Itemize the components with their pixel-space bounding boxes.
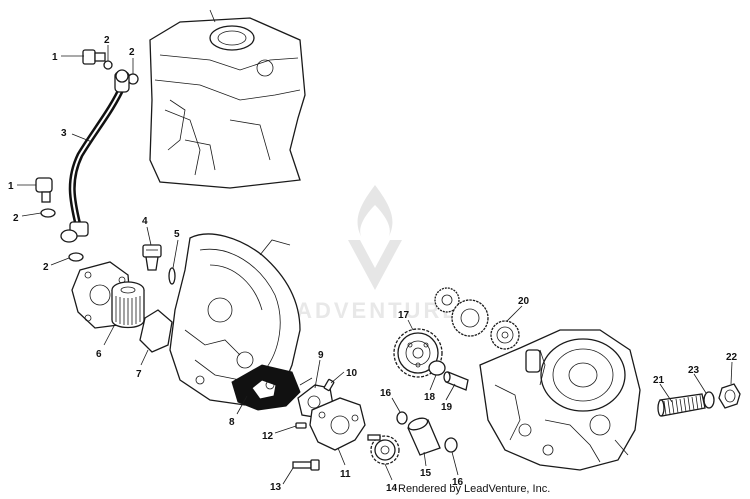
banjo-bolt-top (82, 49, 106, 65)
cylinder-head (149, 9, 306, 189)
banjo-bolt-left (35, 177, 53, 203)
callout-11: 11 (340, 469, 351, 480)
oil-sensor (142, 244, 162, 271)
callout-21: 21 (653, 375, 665, 386)
callout-2-top-right: 2 (129, 47, 135, 58)
small-gear (490, 320, 520, 350)
callout-16-lower: 16 (452, 477, 464, 488)
callout-19: 19 (441, 402, 453, 413)
relief-spring (657, 393, 706, 417)
callout-labels: 1 2 2 3 1 2 2 4 5 6 7 8 9 10 11 12 13 14… (8, 35, 738, 494)
leader-lines (17, 45, 733, 485)
washer-top-left (103, 60, 113, 70)
sensor-o-ring (168, 267, 176, 285)
balancer-gear-pair (434, 287, 489, 337)
washer-left-upper (40, 208, 56, 218)
pump-bolt (292, 459, 320, 471)
dowel-pin (323, 378, 335, 392)
watermark-logo (348, 185, 402, 290)
shaft-o-ring-upper (396, 411, 408, 425)
pump-gasket (231, 364, 301, 411)
callout-20: 20 (518, 296, 530, 307)
callout-9: 9 (318, 350, 324, 361)
pump-dowel (295, 422, 307, 429)
pump-shaft (407, 417, 441, 456)
callout-12: 12 (262, 431, 274, 442)
shaft-o-ring-lower (444, 437, 458, 453)
pump-drive-gear (367, 434, 400, 465)
callout-5: 5 (174, 229, 180, 240)
oil-pump-cover (309, 397, 366, 451)
callout-6: 6 (96, 349, 102, 360)
filter-gasket (139, 309, 173, 353)
callout-8: 8 (229, 417, 235, 428)
drain-plug (718, 383, 741, 409)
oil-line (68, 69, 130, 237)
callout-17: 17 (398, 310, 410, 321)
callout-7: 7 (136, 369, 142, 380)
callout-4: 4 (142, 216, 148, 227)
gear-shaft (443, 371, 469, 391)
callout-16-upper: 16 (380, 388, 392, 399)
callout-13: 13 (270, 482, 282, 493)
callout-23: 23 (688, 365, 700, 376)
callout-2-left-upper: 2 (13, 213, 19, 224)
washer-left-lower (68, 252, 84, 262)
callout-14: 14 (386, 483, 398, 494)
callout-1-left: 1 (8, 181, 14, 192)
rendered-by-credit: Rendered by LeadVenture, Inc. (398, 483, 551, 495)
callout-22: 22 (726, 352, 738, 363)
callout-2-left-lower: 2 (43, 262, 49, 273)
plug-o-ring (703, 391, 715, 409)
crankcase-right (479, 329, 641, 471)
callout-10: 10 (346, 368, 358, 379)
callout-15: 15 (420, 468, 432, 479)
callout-18: 18 (424, 392, 436, 403)
callout-2-top-left: 2 (104, 35, 110, 46)
oil-filter (111, 281, 145, 329)
callout-1-top: 1 (52, 52, 58, 63)
gear-bushing (428, 360, 446, 376)
banjo-fitting (60, 229, 78, 243)
crankcase-left (169, 233, 301, 406)
callout-3: 3 (61, 128, 67, 139)
